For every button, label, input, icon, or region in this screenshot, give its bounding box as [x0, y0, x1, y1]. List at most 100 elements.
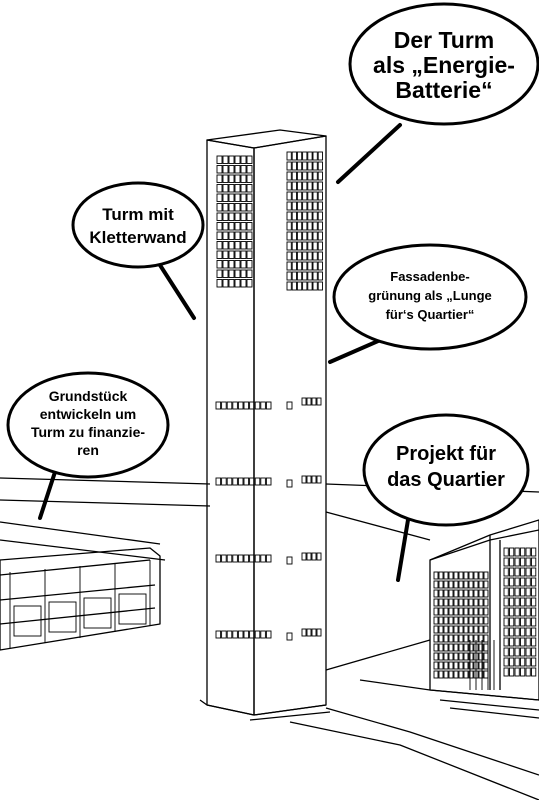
window-cell [514, 667, 520, 677]
window-cell [240, 260, 247, 269]
window-cell [433, 616, 439, 625]
window-cell [433, 643, 439, 652]
window-cell [453, 571, 459, 580]
window-cell [448, 616, 454, 625]
window-cell [483, 670, 489, 679]
window-cell [240, 279, 247, 288]
window-cell [215, 401, 222, 410]
window-cell [514, 547, 520, 557]
window-cell [291, 211, 297, 221]
window-cell [531, 557, 537, 567]
window-cell [503, 597, 509, 607]
window-cell [525, 597, 531, 607]
window-cell [503, 547, 509, 557]
window-cell [291, 161, 297, 171]
window-cell [222, 241, 229, 250]
window-cell [228, 222, 235, 231]
window-cell [216, 203, 223, 212]
window-cell [514, 607, 520, 617]
window-cell [458, 652, 464, 661]
window-cell [216, 269, 223, 278]
window-cell [520, 547, 526, 557]
window-cell [226, 554, 233, 563]
window-cell [317, 151, 323, 161]
window-cell [473, 589, 479, 598]
window-cell [438, 634, 444, 643]
bubble-neighborhood-project: Projekt für das Quartier [362, 413, 530, 582]
window-cell [302, 221, 308, 231]
window-cell [443, 607, 449, 616]
window-cell [234, 155, 241, 164]
window-cell [468, 643, 474, 652]
bubble-energy-line2: als „Energie- [373, 52, 515, 78]
window-cell [483, 571, 489, 580]
bubble-plot-development: Grundstück entwickeln um Turm zu finanzi… [6, 371, 170, 520]
window-cell [265, 401, 272, 410]
window-cell [503, 657, 509, 667]
window-cell [291, 171, 297, 181]
window-cell [453, 625, 459, 634]
window-cell [448, 580, 454, 589]
window-cell [514, 647, 520, 657]
window-cell [509, 547, 515, 557]
window-cell [531, 647, 537, 657]
window-cell [316, 628, 322, 637]
window-cell [478, 625, 484, 634]
window-cell [520, 597, 526, 607]
window-cell [483, 580, 489, 589]
window-cell [246, 184, 253, 193]
window-cell [286, 261, 292, 271]
window-cell [215, 554, 222, 563]
window-cell [478, 571, 484, 580]
window-cell [317, 211, 323, 221]
window-cell [302, 201, 308, 211]
window-cell [463, 580, 469, 589]
bubble-facade-greening: Fassadenbe- grünung als „Lunge für‘s Qua… [328, 243, 528, 364]
window-cell [520, 587, 526, 597]
window-cell [317, 221, 323, 231]
window-cell [520, 667, 526, 677]
window-cell [296, 221, 303, 231]
window-cell [453, 580, 459, 589]
window-cell [433, 580, 439, 589]
window-cell [286, 479, 293, 488]
window-cell [291, 181, 297, 191]
window-cell [317, 241, 323, 251]
window-cell [302, 251, 308, 261]
window-cell [312, 171, 318, 181]
window-cell [463, 625, 469, 634]
window-cell [531, 597, 537, 607]
window-cell [453, 643, 459, 652]
window-cell [286, 231, 292, 241]
window-cell [215, 477, 222, 486]
window-cell [473, 616, 479, 625]
window-cell [228, 212, 235, 221]
window-cell [443, 661, 449, 670]
window-cell [228, 241, 235, 250]
window-cell [503, 567, 509, 577]
window-cell [254, 401, 261, 410]
window-cell [316, 475, 322, 484]
window-cell [311, 552, 317, 561]
window-cell [249, 477, 255, 486]
window-cell [222, 203, 229, 212]
window-cell [246, 250, 253, 259]
window-cell [240, 184, 247, 193]
window-cell [222, 212, 229, 221]
window-cell [216, 193, 223, 202]
window-cell [463, 634, 469, 643]
window-cell [216, 241, 223, 250]
window-cell [302, 281, 308, 291]
bubble-facade-line1: Fassadenbe- [390, 269, 469, 284]
bubble-energy-line3: Batterie“ [395, 77, 492, 103]
window-cell [307, 241, 313, 251]
window-cell [240, 203, 247, 212]
window-cell [291, 281, 297, 291]
window-cell [438, 580, 444, 589]
window-cell [307, 171, 313, 181]
window-cell [246, 193, 253, 202]
window-cell [307, 201, 313, 211]
window-cell [468, 589, 474, 598]
window-cell [291, 261, 297, 271]
window-cell [302, 161, 308, 171]
